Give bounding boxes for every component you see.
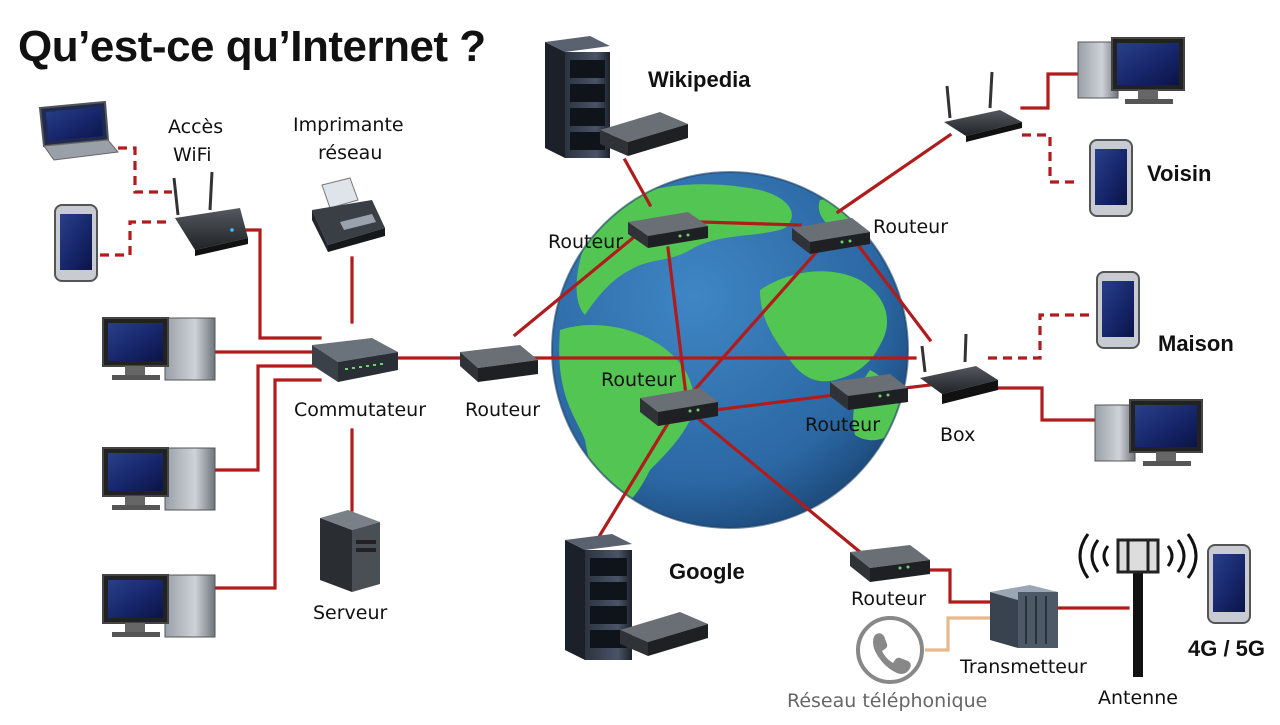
server-tower-icon — [320, 510, 380, 592]
server-label: Serveur — [313, 602, 388, 624]
printer-label-line2: réseau — [318, 142, 383, 164]
desktop-computer-icon — [102, 317, 216, 381]
desktop-computer-icon — [1077, 37, 1185, 104]
box-label: Box — [940, 424, 976, 446]
wireless-links — [100, 133, 1095, 360]
wifi-router-icon — [944, 71, 1022, 142]
router-label-top-left: Routeur — [548, 231, 624, 253]
wifi-router-icon — [172, 171, 248, 256]
smartphone-icon — [1089, 139, 1133, 217]
router-icon — [460, 345, 538, 382]
server-rack-icon — [565, 534, 708, 660]
wifi-router-icon — [920, 333, 998, 404]
page-title: Qu’est-ce qu’Internet ? — [18, 22, 486, 71]
switch-label: Commutateur — [294, 399, 427, 421]
wikipedia-label: Wikipedia — [648, 67, 751, 92]
router-label-center-right: Routeur — [805, 414, 881, 436]
mobile-network-label: 4G / 5G — [1188, 636, 1266, 661]
router-icon — [792, 218, 870, 254]
router-icon — [850, 545, 930, 582]
printer-label-line1: Imprimante — [293, 114, 404, 136]
telephone-icon — [856, 616, 924, 684]
neighbor-label: Voisin — [1147, 161, 1212, 186]
antenna-label: Antenne — [1098, 687, 1178, 709]
wifi-label-line1: Accès — [168, 116, 224, 138]
laptop-icon — [38, 100, 119, 161]
smartphone-icon — [1207, 544, 1251, 624]
google-label: Google — [669, 559, 745, 584]
network-links — [213, 72, 1130, 610]
home-label: Maison — [1158, 331, 1234, 356]
router-label-left: Routeur — [465, 399, 541, 421]
wifi-label-line2: WiFi — [173, 144, 212, 166]
router-icon — [830, 374, 908, 410]
desktop-computer-icon — [1094, 399, 1203, 466]
desktop-computer-icon — [102, 574, 216, 638]
phone-network-label: Réseau téléphonique — [787, 690, 988, 712]
desktop-computer-icon — [102, 447, 216, 511]
router-label-bottom: Routeur — [851, 588, 927, 610]
router-icon — [640, 388, 718, 426]
router-label-center: Routeur — [601, 369, 677, 391]
router-icon — [628, 212, 708, 248]
cell-antenna-icon — [1078, 533, 1198, 677]
smartphone-icon — [1096, 271, 1140, 349]
router-label-top-right: Routeur — [873, 216, 949, 238]
phone-link — [925, 616, 995, 652]
server-rack-icon — [545, 36, 688, 158]
printer-icon — [312, 177, 385, 252]
smartphone-icon — [54, 204, 98, 282]
transmitter-icon — [990, 585, 1058, 648]
network-switch-icon — [312, 338, 398, 382]
transmitter-label: Transmetteur — [960, 656, 1087, 678]
